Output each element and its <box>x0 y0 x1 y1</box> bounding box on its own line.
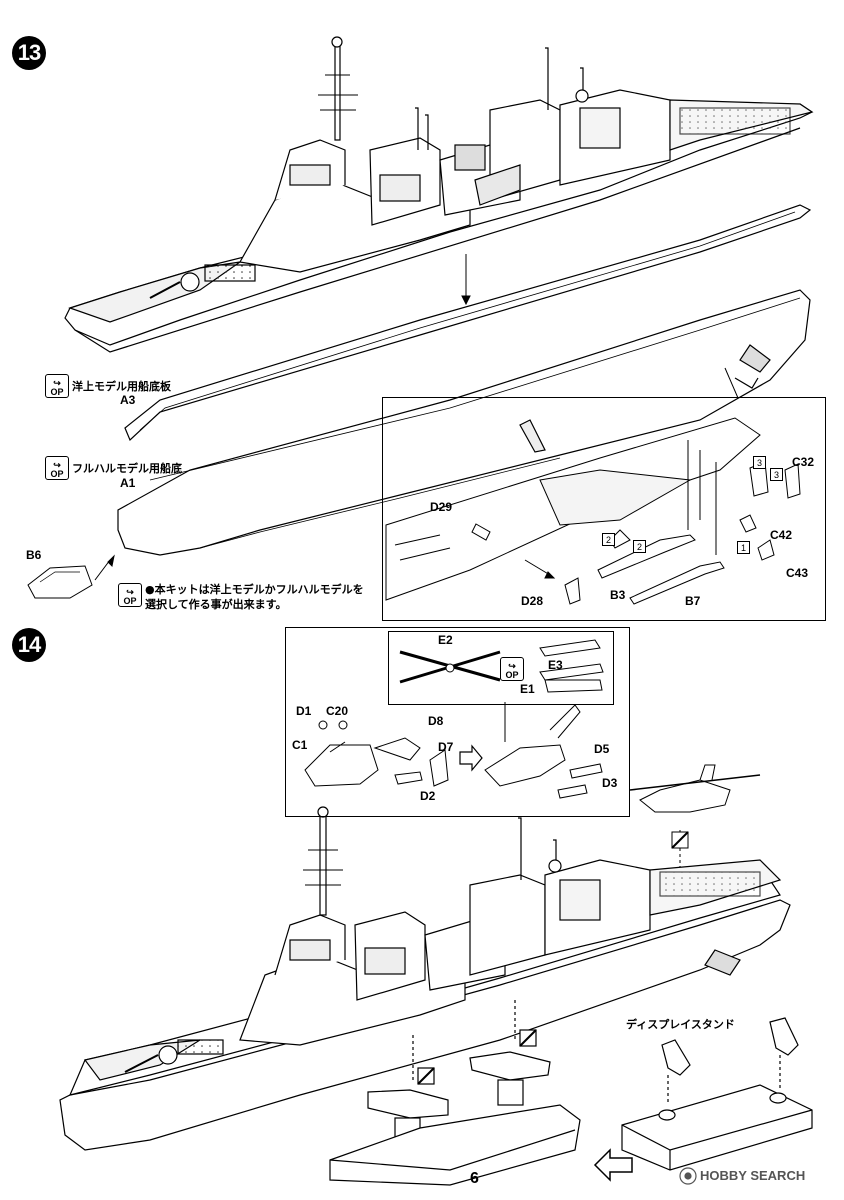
part-c32-label: C32 <box>792 455 815 469</box>
helicopter-panel <box>285 627 630 817</box>
callout-line <box>724 367 739 399</box>
step-13-number: 13 <box>17 40 42 65</box>
part-a1-hull <box>117 289 811 556</box>
ship-lower <box>59 806 791 1151</box>
part-d2-label: D2 <box>420 789 436 803</box>
display-stand-title: ディスプレイスタンド <box>626 1018 735 1031</box>
arrow-a3 <box>461 254 471 306</box>
part-c1-label: C1 <box>292 738 308 752</box>
part-c43-label: C43 <box>786 566 809 580</box>
option-text: OP <box>505 670 519 680</box>
step-13-badge: 13 <box>12 36 46 70</box>
option-icon: ↪ OP <box>118 583 142 607</box>
part-b6-label: B6 <box>26 548 42 562</box>
option-icon: ↪ OP <box>45 374 69 398</box>
qty-box: 3 <box>770 468 783 481</box>
rotor-subpanel <box>388 631 614 705</box>
qty-box: 3 <box>753 456 766 469</box>
ship-upper <box>64 36 814 353</box>
part-a3-label: A3 <box>120 393 136 407</box>
part-a3-plate <box>124 204 812 442</box>
watermark-logo <box>679 1167 697 1185</box>
part-d5-label: D5 <box>594 742 610 756</box>
qty-box: 1 <box>737 541 750 554</box>
part-e3-label: E3 <box>548 658 563 672</box>
part-c20-label: C20 <box>326 704 349 718</box>
hobby-search-watermark: HOBBY SEARCH <box>700 1168 806 1183</box>
part-d8-label: D8 <box>428 714 444 728</box>
option-arrow-icon: ↪ <box>126 587 134 597</box>
assembly-note-line1: ●本キットは洋上モデルかフルハルモデルを <box>145 583 364 596</box>
detail-panel-13 <box>382 397 826 621</box>
qty-box: 2 <box>633 540 646 553</box>
step-14-number: 14 <box>17 632 42 657</box>
part-b3-label: B3 <box>610 588 626 602</box>
step-14-badge: 14 <box>12 628 46 662</box>
qty-box: 2 <box>602 533 615 546</box>
part-d28-label: D28 <box>521 594 544 608</box>
option-arrow-icon: ↪ <box>53 460 61 470</box>
display-stand-detail <box>621 1017 813 1171</box>
option-arrow-icon: ↪ <box>53 378 61 388</box>
part-d7-label: D7 <box>438 740 454 754</box>
assembly-note-line2: 選択して作る事が出来ます。 <box>145 598 287 611</box>
waterline-plate-label: 洋上モデル用船底板 <box>72 380 171 393</box>
option-arrow-icon: ↪ <box>508 661 516 671</box>
option-text: OP <box>50 387 64 397</box>
stand-arrow <box>593 1148 633 1182</box>
option-text: OP <box>123 596 137 606</box>
part-c42-label: C42 <box>770 528 793 542</box>
helicopter-assembly <box>304 639 761 895</box>
option-text: OP <box>50 469 64 479</box>
assembly-note: ●本キットは洋上モデルかフルハルモデルを 選択して作る事が出来ます。 <box>145 582 364 612</box>
part-d1-label: D1 <box>296 704 312 718</box>
part-a1-label: A1 <box>120 476 136 490</box>
detail-13-drawing <box>385 417 801 605</box>
part-e1-label: E1 <box>520 682 535 696</box>
part-e2-label: E2 <box>438 633 453 647</box>
option-icon: ↪ OP <box>45 456 69 480</box>
ship-stands <box>329 1000 581 1186</box>
full-hull-label: フルハルモデル用船底 <box>72 462 182 475</box>
page-number: 6 <box>470 1170 479 1187</box>
option-icon: ↪ OP <box>500 657 524 681</box>
part-d3-label: D3 <box>602 776 618 790</box>
part-d29-label: D29 <box>430 500 453 514</box>
part-b6-bulb <box>27 554 115 599</box>
part-b7-label: B7 <box>685 594 701 608</box>
